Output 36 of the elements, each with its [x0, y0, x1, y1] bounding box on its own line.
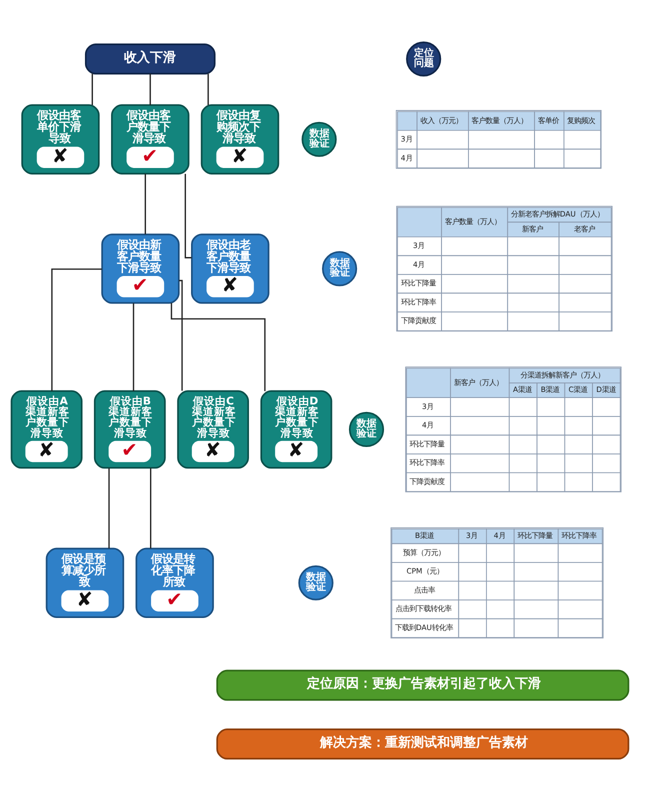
- label: 环比下降率: [410, 458, 445, 467]
- label: A渠道: [512, 384, 532, 394]
- label: 环比下降率: [562, 530, 597, 540]
- label: 下降贡献度: [400, 316, 436, 325]
- label: 环比下降量: [400, 278, 436, 288]
- label: 3月: [400, 134, 412, 144]
- label: 4月: [494, 530, 506, 540]
- label: 环比下降量: [410, 438, 445, 448]
- label: B渠道: [415, 530, 434, 540]
- label: CPM（元）: [406, 566, 444, 576]
- label: 客户数量（万人）: [472, 115, 528, 124]
- label: 收入（万元）: [420, 115, 462, 124]
- label: 分新老客户拆解DAU（万人）: [510, 209, 604, 218]
- label: 3月: [466, 530, 478, 540]
- label: 下载到DAU转化率: [395, 622, 453, 632]
- label: 分渠道拆解新客户（万人）: [520, 370, 604, 379]
- label: 点击到下载转化率: [395, 604, 452, 613]
- label: 新客户（万人）: [454, 377, 503, 386]
- label: 4月: [413, 259, 425, 268]
- label: 老客户: [574, 224, 595, 233]
- label: C渠道: [568, 384, 588, 394]
- label: 复购频次: [567, 115, 596, 124]
- label: 3月: [422, 401, 434, 410]
- label: 点击率: [414, 584, 435, 594]
- label: D渠道: [596, 384, 616, 394]
- label: 环比下降率: [400, 296, 436, 306]
- label: 环比下降量: [517, 530, 552, 540]
- label: 预算（万元）: [402, 547, 445, 556]
- label: 4月: [422, 420, 434, 430]
- label: 下降贡献度: [410, 476, 445, 486]
- label: 新客户: [522, 224, 543, 233]
- label: 客单价: [538, 115, 559, 124]
- label: B渠道: [540, 384, 560, 394]
- label: 4月: [400, 152, 412, 162]
- label: 3月: [413, 240, 425, 250]
- label: 客户数量（万人）: [444, 216, 501, 226]
